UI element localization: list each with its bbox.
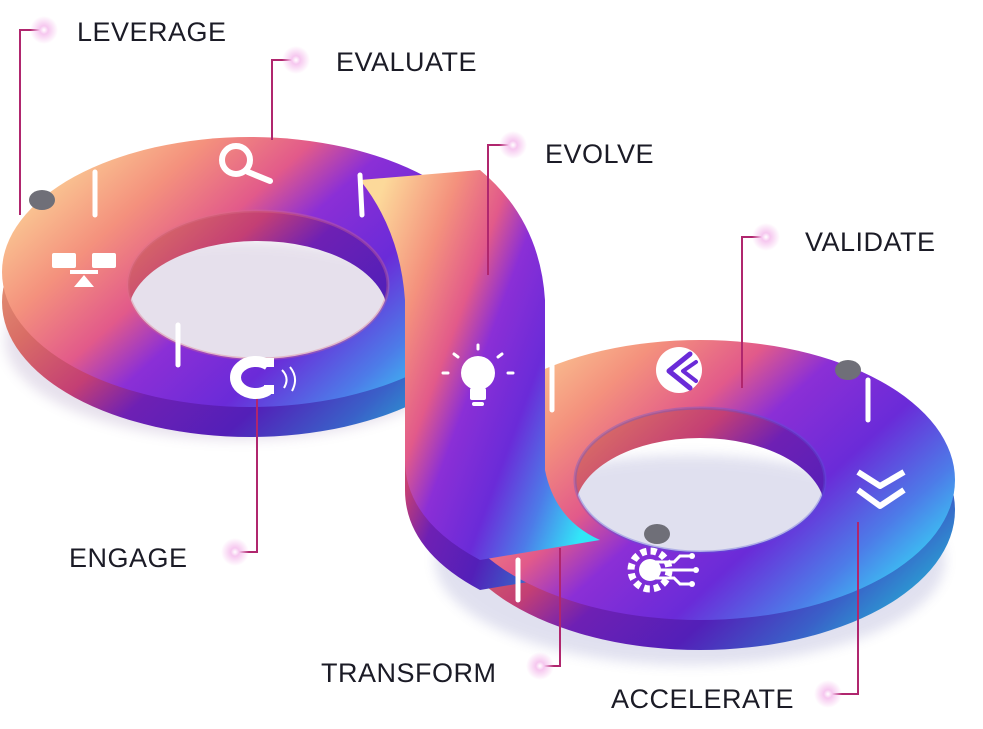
magnet-icon [230,356,296,399]
stage-label-engage: ENGAGE [69,543,188,573]
stage-label-evolve: EVOLVE [545,139,655,169]
lightbulb-icon [441,343,515,406]
stage-label-leverage: LEVERAGE [77,17,227,47]
stage-label-evaluate: EVALUATE [336,47,478,77]
stage-label-validate: VALIDATE [805,227,936,257]
check-badge-icon [656,347,702,393]
glow-dots [30,16,842,708]
gear-circuit-icon [627,547,699,593]
right-hole-rim [573,406,827,554]
segment-separators [92,169,871,603]
marker-dots [29,190,861,544]
magnifier-icon [219,143,273,184]
chevrons-down-icon [856,469,906,509]
stage-label-transform: TRANSFORM [321,658,497,688]
stage-label-accelerate: ACCELERATE [611,684,795,714]
presentation-board-icon [52,253,116,287]
